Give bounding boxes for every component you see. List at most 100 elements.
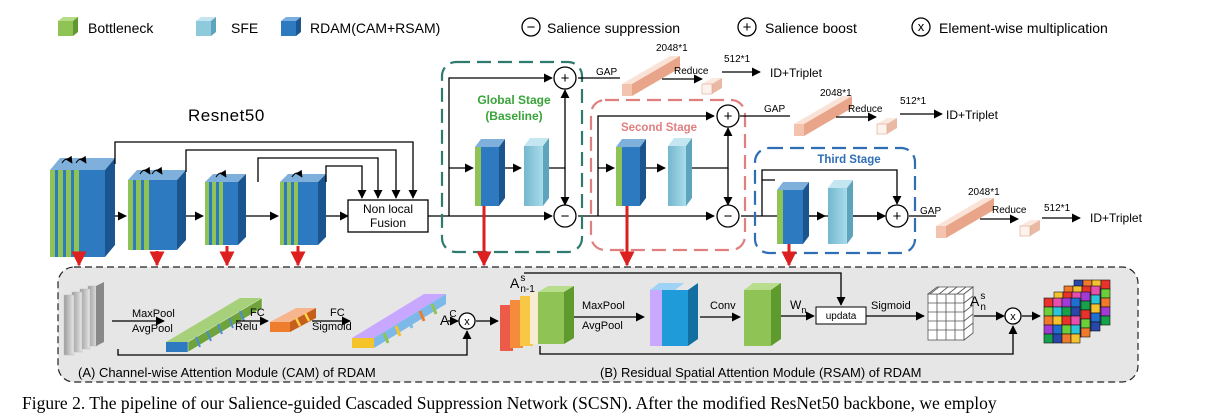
output-tensor-cell (1043, 306, 1054, 317)
second-sfe-block (668, 138, 692, 206)
rsam-maxpool-label: MaxPool (582, 300, 625, 312)
third-dim-512: 512*1 (1044, 203, 1071, 214)
global-dim-512: 512*1 (724, 54, 751, 65)
third-output-label: ID+Triplet (1090, 211, 1143, 225)
attention-arrows (71, 206, 797, 267)
third-dim-2048: 2048*1 (968, 187, 1000, 198)
third-rdam-block (777, 182, 809, 244)
cam-caption: (A) Channel-wise Attention Module (CAM) … (78, 365, 376, 380)
cam-pooled-vector (166, 297, 263, 353)
third-head: GAP 2048*1 Reduce 512*1 ID+Triplet (920, 187, 1143, 238)
output-tensor-cell (1090, 312, 1101, 323)
second-dim-512: 512*1 (900, 96, 927, 107)
output-tensor-cell (1052, 315, 1063, 326)
rsam-output-tensor (1043, 279, 1111, 344)
output-tensor-cell (1080, 309, 1091, 320)
second-dim-2048: 2048*1 (820, 88, 852, 99)
sfe-legend-icon (196, 17, 216, 36)
output-tensor-cell (1070, 315, 1081, 326)
rsam-multiply-symbol: x (1010, 311, 1016, 323)
cam-relu-label: Relu (235, 321, 258, 333)
output-tensor-cell (1100, 288, 1111, 299)
output-tensor-cell (1061, 324, 1072, 335)
backbone-block-3 (205, 169, 246, 245)
third-sfe-block (828, 180, 853, 244)
output-tensor-cell (1061, 297, 1072, 308)
second-boost-node (716, 104, 740, 128)
cam-fc1-label: FC (250, 307, 265, 319)
output-tensor-cell (1070, 306, 1081, 317)
global-stage-box (440, 60, 584, 254)
third-stage-box (753, 146, 917, 255)
output-tensor-cell (1080, 300, 1091, 311)
global-suppression-node (553, 204, 577, 228)
global-rdam-block (475, 139, 505, 206)
rsam-caption: (B) Residual Spatial Attention Module (R… (600, 365, 922, 380)
output-tensor-cell (1043, 324, 1054, 335)
second-suppression-symbol: − (724, 208, 733, 225)
rsam-avgpool-label: AvgPool (582, 320, 623, 332)
output-tensor-cell (1090, 321, 1101, 332)
output-tensor-cell (1043, 315, 1054, 326)
output-tensor-cell (1090, 303, 1101, 314)
third-reduce-label: Reduce (992, 205, 1027, 216)
cam-fc2-label: FC (330, 307, 345, 319)
output-tensor-cell (1052, 333, 1063, 344)
rsam-output-sup: s (980, 291, 985, 302)
output-tensor-cell (1100, 315, 1111, 326)
global-stage-wires (505, 77, 620, 206)
legend-boost-label: Salience boost (765, 20, 857, 36)
third-gap-label: GAP (920, 206, 941, 217)
third-stage-title: Third Stage (817, 154, 880, 166)
output-tensor-cell (1080, 327, 1091, 338)
global-sfe-block (524, 138, 549, 206)
output-tensor-cell (1070, 333, 1081, 344)
cam-maxpool-label: MaxPool (132, 308, 175, 320)
main-flow (428, 73, 886, 221)
legend-rdam-label: RDAM(CAM+RSAM) (310, 20, 440, 36)
rsam-output-sub: n (980, 302, 986, 313)
rsam-prev-attention-link (524, 272, 846, 306)
non-local-fusion-box (347, 199, 429, 233)
backbone-connections (114, 141, 418, 221)
global-gap-label: GAP (596, 67, 617, 78)
second-stage-title: Second Stage (621, 122, 697, 134)
boost-legend-symbol: + (743, 19, 752, 36)
rsam-conv-label: Conv (710, 300, 736, 312)
backbone-block-4 (280, 169, 326, 245)
fusion-label-line2: Fusion (370, 216, 406, 230)
rsam-weight-sub: n (801, 305, 806, 315)
output-tensor-cell (1061, 306, 1072, 317)
multiply-legend-icon (911, 17, 931, 37)
rsam-output-main: A (970, 293, 980, 309)
second-rdam-block (616, 139, 646, 206)
cam-attention-vector (352, 294, 446, 348)
rsam-weight-symbol: Wn (790, 298, 806, 315)
output-tensor-cell (1100, 297, 1111, 308)
bottleneck-legend-icon (58, 17, 78, 36)
output-tensor-cell (1052, 324, 1063, 335)
legend-bottleneck-label: Bottleneck (88, 20, 154, 36)
legend-multiply-label: Element-wise multiplication (939, 20, 1108, 36)
backbone-title: Resnet50 (188, 106, 265, 125)
output-tensor-cell (1061, 333, 1072, 344)
rsam-conv-map (744, 283, 781, 346)
third-stage-wires (761, 169, 936, 221)
rsam-sigmoid-label: Sigmoid (871, 300, 911, 312)
global-boost-symbol: + (561, 70, 570, 87)
backbone-block-1 (50, 155, 115, 257)
rsam-pooled-maps (650, 283, 698, 346)
global-stage-title: Global Stage (477, 93, 551, 107)
legend-sfe-label: SFE (231, 20, 258, 36)
cam-skip-connection (117, 330, 472, 356)
rsam-input-features (500, 286, 574, 351)
third-boost-node (885, 204, 909, 228)
suppression-legend-icon (521, 17, 541, 37)
output-tensor-cell (1052, 297, 1063, 308)
legend-suppression-label: Salience suppression (547, 20, 680, 36)
output-tensor-cell (1043, 333, 1054, 344)
global-stage-subtitle: (Baseline) (485, 109, 542, 123)
